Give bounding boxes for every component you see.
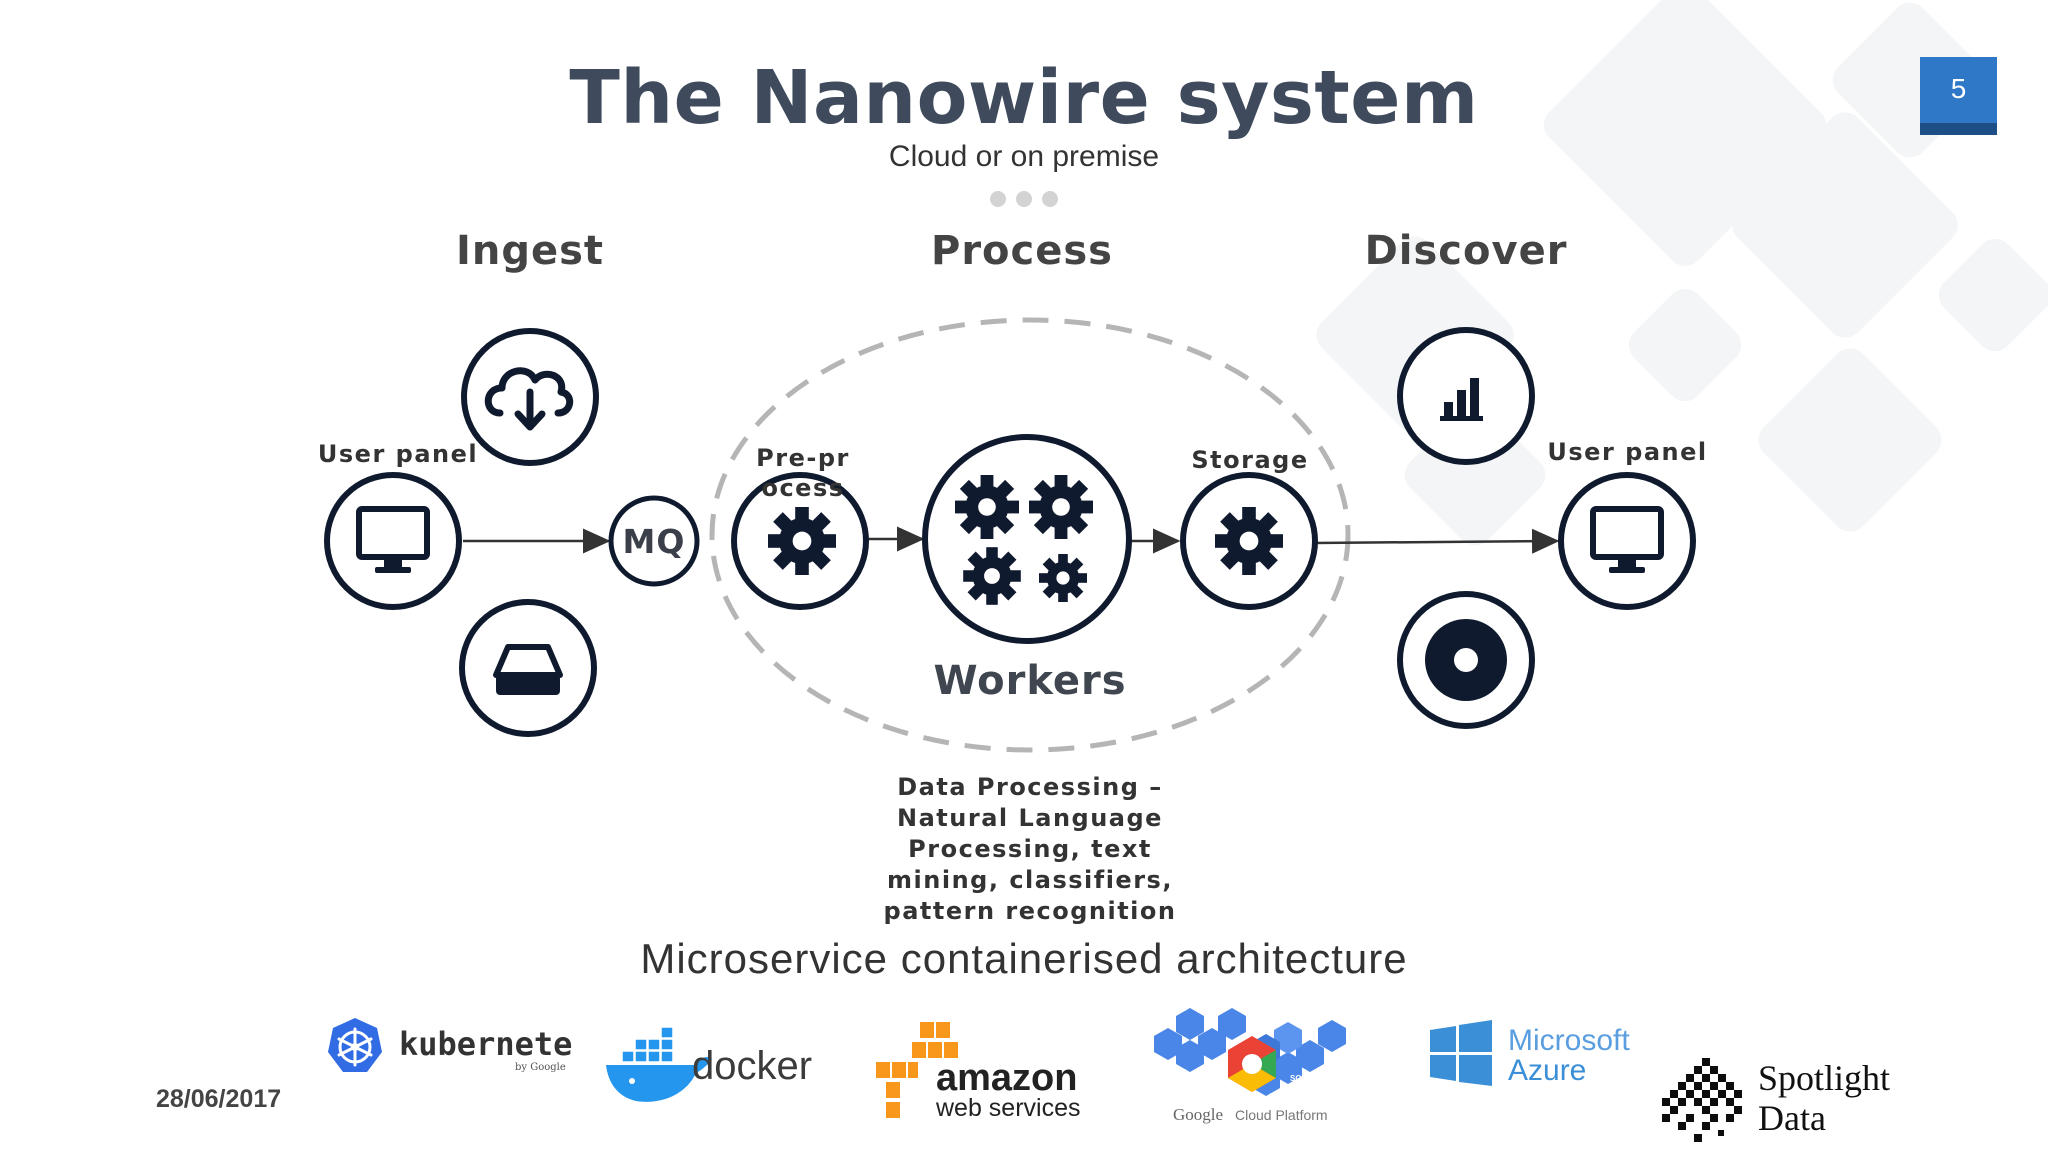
gcp-hexagons-icon: [1154, 1008, 1346, 1096]
kubernetes-text: kubernetes: [399, 1025, 575, 1063]
page-number-bar: [1920, 123, 1997, 135]
storage-label: Storage: [1191, 446, 1309, 474]
gear-icon: [768, 507, 836, 575]
preprocess-label: Pre-process: [756, 444, 850, 502]
caption-line: Processing, text: [908, 835, 1152, 863]
user-panel-right-label: User panel: [1547, 438, 1708, 466]
gear-icon: [1215, 507, 1283, 575]
spotlight-pixel-icon: [1662, 1058, 1742, 1142]
hard-drive-icon: [493, 644, 563, 695]
disc-icon: [1425, 619, 1507, 701]
spotlight-data-logo: Spotlight Data: [1662, 1058, 1890, 1142]
aws-text: amazon: [936, 1057, 1077, 1099]
docker-text: docker: [692, 1044, 812, 1088]
caption-line: Natural Language: [897, 804, 1163, 832]
gcp-sql-label: SQL: [1290, 1074, 1307, 1083]
process-boundary: [709, 317, 1351, 753]
mq-label: MQ: [622, 522, 686, 561]
workers-node: [922, 434, 1132, 644]
user-panel-right-node: [1558, 472, 1696, 610]
disc-node: [1397, 591, 1535, 729]
docker-whale-icon: [606, 1026, 712, 1102]
user-panel-left-label: User panel: [317, 440, 479, 468]
user-panel-left-node: [324, 472, 462, 610]
caption-line: mining, classifiers,: [887, 866, 1173, 894]
analytics-node: [1397, 327, 1535, 465]
azure-logo: Microsoft Azure: [1430, 1020, 1630, 1087]
workers-caption: Data Processing – Natural Language Proce…: [870, 772, 1190, 927]
pager-dot: [1042, 191, 1058, 207]
hard-drive-node: [459, 599, 597, 737]
workers-label: Workers: [933, 658, 1127, 704]
data-text: Data: [1758, 1098, 1826, 1138]
architecture-heading: Microservice containerised architecture: [640, 935, 1408, 982]
slide-date: 28/06/2017: [156, 1085, 282, 1113]
section-process: Process: [931, 228, 1113, 274]
kubernetes-logo: kubernetes by Google: [328, 1018, 575, 1073]
cloud-download-node: [461, 328, 599, 466]
storage-node: [1180, 472, 1318, 610]
windows-icon: [1430, 1020, 1492, 1086]
caption-line: Data Processing –: [897, 773, 1163, 801]
pager-dot: [990, 191, 1006, 207]
azure-text: Azure: [1508, 1054, 1586, 1087]
docker-logo: docker: [606, 1026, 812, 1102]
aws-logo: amazon web services: [876, 1022, 1081, 1122]
gcp-logo: SQL Google Cloud Platform: [1154, 1008, 1346, 1124]
section-ingest: Ingest: [455, 228, 605, 274]
azure-ms-text: Microsoft: [1508, 1024, 1630, 1057]
aws-sub: web services: [935, 1094, 1081, 1122]
monitor-icon: [1590, 506, 1664, 573]
cloud-download-icon: [484, 367, 574, 431]
gcp-google-text: Google: [1173, 1105, 1223, 1124]
gcp-center-icon: [1228, 1036, 1276, 1092]
monitor-icon: [356, 506, 430, 573]
spotlight-text: Spotlight: [1758, 1058, 1890, 1098]
preprocess-node: [731, 472, 869, 610]
gcp-platform-text: Cloud Platform: [1235, 1107, 1328, 1123]
slide-subtitle: Cloud or on premise: [888, 140, 1160, 173]
pager-dot: [1016, 191, 1032, 207]
page-number: 5: [1950, 73, 1967, 104]
slide-title: The Nanowire system: [569, 55, 1479, 141]
page-number-badge: 5: [1920, 57, 1997, 135]
mq-node: [608, 495, 700, 587]
caption-line: pattern recognition: [883, 897, 1177, 925]
arrow-storage-to-panel: [1313, 528, 1560, 554]
bar-chart-icon: [1440, 378, 1483, 421]
kubernetes-sub: by Google: [515, 1062, 566, 1073]
section-discover: Discover: [1364, 228, 1568, 274]
aws-boxes-icon: [876, 1022, 958, 1118]
